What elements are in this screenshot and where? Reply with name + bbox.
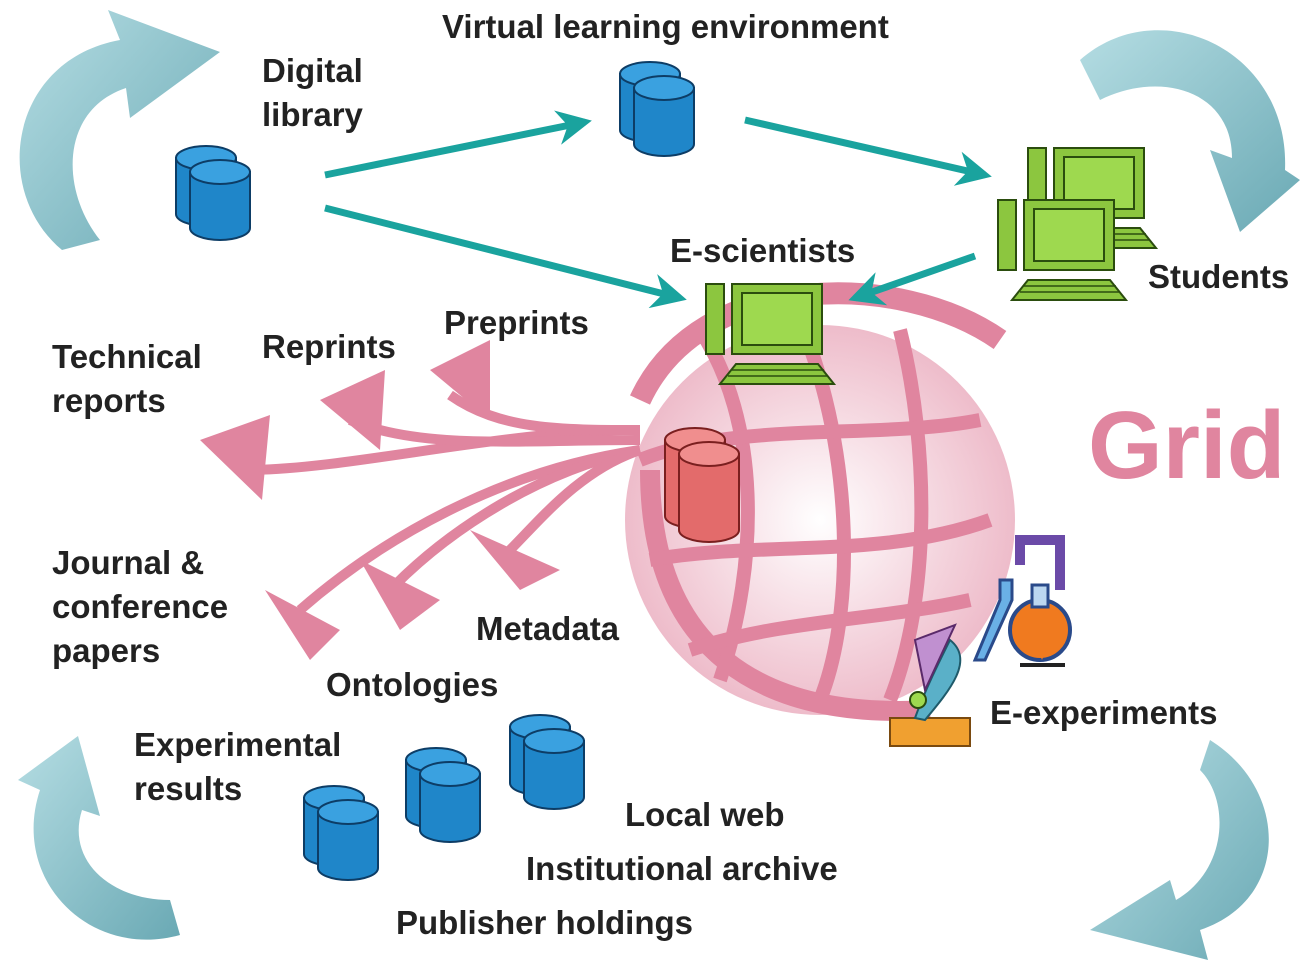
metadata-label: Metadata <box>476 610 620 647</box>
publisher-holdings-label: Publisher holdings <box>396 904 693 941</box>
arrow-journal-papers <box>265 590 340 660</box>
digital-library-label: Digital library <box>262 52 372 133</box>
grid-globe <box>625 282 1015 721</box>
institutional-archive-label: Institutional archive <box>526 850 838 887</box>
vle-label: Virtual learning environment <box>442 8 889 45</box>
arrow-reprints <box>320 370 385 450</box>
vle-database <box>620 62 694 156</box>
student-computer-front <box>997 199 1127 301</box>
teal-arrows <box>324 110 992 309</box>
students-label: Students <box>1148 258 1289 295</box>
grid-label: Grid <box>1088 392 1285 499</box>
e-experiments-label: E-experiments <box>990 694 1217 731</box>
experimental-results-label: Experimental results <box>134 726 350 807</box>
metadata-red-database <box>664 427 740 543</box>
ontologies-label: Ontologies <box>326 666 498 703</box>
lab-equipment-icon <box>889 535 1072 747</box>
institutional-archive-database <box>406 748 480 842</box>
pink-arrows <box>200 340 642 660</box>
local-web-label: Local web <box>625 796 785 833</box>
cycle-arrow-bottom-right <box>1090 740 1269 960</box>
cycle-arrow-bottom-left <box>18 736 180 940</box>
arrow-technical-reports <box>200 415 270 500</box>
cycle-arrow-top-left <box>19 10 220 250</box>
arrow-metadata <box>470 530 560 590</box>
journal-papers-label: Journal & conference papers <box>52 544 237 669</box>
e-scientists-label: E-scientists <box>670 232 855 269</box>
publisher-holdings-database <box>304 786 378 880</box>
digital-library-database <box>176 146 250 240</box>
reprints-label: Reprints <box>262 328 396 365</box>
technical-reports-label: Technical reports <box>52 338 211 419</box>
arrow-preprints <box>430 340 490 420</box>
preprints-label: Preprints <box>444 304 589 341</box>
local-web-database <box>510 715 584 809</box>
arrow-ontologies <box>360 560 440 630</box>
cycle-arrow-top-right <box>1080 30 1300 233</box>
